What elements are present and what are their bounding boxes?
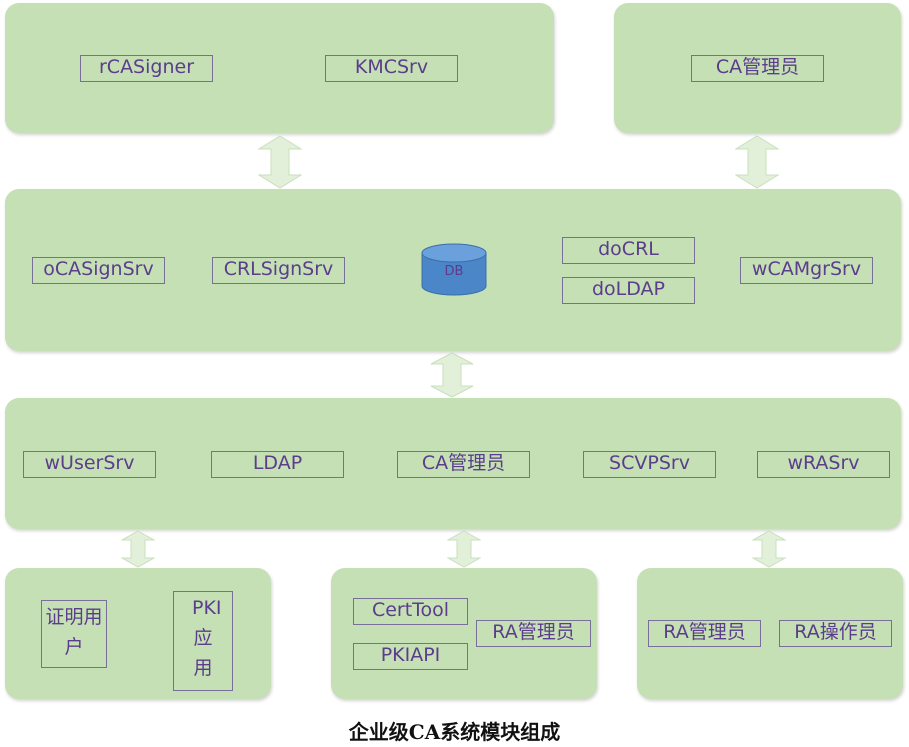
arrow-signer-core-icon	[258, 135, 302, 189]
ra-roles-panel: RA管理员 RA操作员	[637, 568, 903, 699]
user-app-panel: 证明用户 PKI应用	[5, 568, 271, 699]
ocasignsrv-box: oCASignSrv	[32, 257, 165, 284]
arrow-service-users-icon	[121, 530, 155, 568]
ca-admin-panel: CA管理员	[614, 3, 901, 133]
ra-operator-box: RA操作员	[779, 620, 892, 647]
arrow-core-service-icon	[430, 352, 474, 398]
kmcsrv-box: KMCSrv	[325, 55, 458, 82]
pkiapi-box: PKIAPI	[353, 643, 468, 670]
scvpsrv-box: SCVPSrv	[583, 451, 716, 478]
pki-app-box: PKI应用	[173, 591, 233, 691]
wrasrv-box: wRASrv	[757, 451, 890, 478]
wusersrv-box: wUserSrv	[23, 451, 156, 478]
ldap-box: LDAP	[211, 451, 344, 478]
ca-core-panel: oCASignSrv CRLSignSrv doCRL doLDAP wCAMg…	[5, 189, 901, 351]
service-panel: wUserSrv LDAP CA管理员 SCVPSrv wRASrv	[5, 398, 901, 529]
ra-tools-panel: CertTool PKIAPI RA管理员	[331, 568, 597, 699]
database-icon: DB	[421, 243, 487, 296]
db-label: DB	[445, 264, 464, 279]
ra-admin-box-mid: RA管理员	[476, 620, 591, 647]
wcamgrsrv-box: wCAMgrSrv	[740, 257, 873, 284]
docrl-box: doCRL	[562, 237, 695, 264]
arrow-service-roles-icon	[752, 530, 786, 568]
cert-user-box: 证明用户	[41, 600, 107, 668]
ca-admin-box: CA管理员	[691, 55, 824, 82]
service-ca-admin-box: CA管理员	[397, 451, 530, 478]
diagram-caption: 企业级CA系统模块组成	[348, 720, 561, 744]
arrow-service-tools-icon	[447, 530, 481, 568]
arrow-admin-core-icon	[735, 135, 779, 189]
doldap-box: doLDAP	[562, 277, 695, 304]
signer-panel: rCASigner KMCSrv	[5, 3, 554, 133]
certtool-box: CertTool	[353, 598, 468, 625]
ra-admin-box: RA管理员	[648, 620, 761, 647]
crlsignsrv-box: CRLSignSrv	[212, 257, 345, 284]
rcasigner-box: rCASigner	[80, 55, 213, 82]
